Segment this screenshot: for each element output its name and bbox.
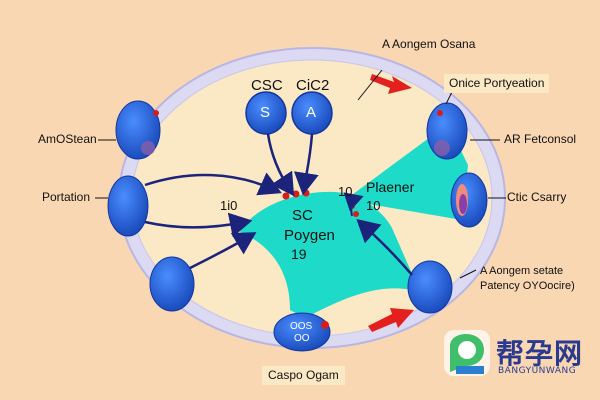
cell-left-top — [115, 100, 161, 160]
red-dot — [302, 189, 310, 197]
label-right-cell: Ctic Csarry — [507, 190, 567, 204]
label-right-bottom-1: A Aongem setate — [480, 265, 564, 277]
pointer-line — [445, 91, 453, 105]
cell-left-mid — [107, 175, 149, 237]
watermark-brand: 帮孕网 — [496, 337, 584, 370]
a-letter: A — [306, 104, 317, 121]
arrow-leftbottom-to-center — [189, 232, 257, 270]
label-right-top-box: Onice Portyeation — [444, 74, 550, 94]
center-title: SC — [292, 207, 313, 224]
label-bottom-center: Caspo Ogam — [262, 366, 345, 386]
bottom-cell-text-2: OO — [294, 333, 310, 344]
cell-right-bottom — [407, 260, 453, 314]
red-dot — [282, 192, 290, 200]
pointer-line — [459, 269, 477, 279]
bottom-cell-text-1: OOS — [290, 321, 313, 332]
arrow-rightbottom-to-center — [356, 219, 413, 276]
red-dot — [353, 211, 359, 217]
label-left-top: AmOStean — [38, 132, 97, 146]
number-right: 10 — [338, 184, 353, 199]
arrow-center-right — [343, 192, 364, 217]
cell-right-mid — [450, 172, 488, 228]
s-node — [245, 91, 287, 135]
arrow-leftmid-to-center — [144, 172, 282, 196]
watermark-logo — [444, 330, 490, 376]
label-right-bottom-2: Patency OYOocire) — [480, 280, 575, 292]
red-arrow-bottom — [368, 308, 414, 332]
pointer-line — [357, 69, 383, 101]
center-number: 19 — [291, 246, 307, 262]
number-right-2: 10 — [366, 198, 381, 213]
cell-left-bottom — [149, 256, 195, 312]
label-right-mid: AR Fetconsol — [504, 132, 577, 146]
csc-label: CSC — [251, 77, 283, 94]
label-left-mid: Portation — [42, 190, 91, 204]
arrow-s-to-center — [266, 133, 295, 197]
red-dot — [292, 190, 300, 198]
title-top-right: A Aongem Osana — [382, 37, 476, 51]
number-left: 1i0 — [220, 198, 238, 213]
red-arrow-top — [370, 74, 412, 94]
cic2-label: CiC2 — [296, 77, 330, 94]
cell-right-top — [426, 102, 468, 160]
arrow-a-to-center — [293, 133, 319, 196]
planter-label: Plaener — [366, 179, 415, 195]
cell-bottom — [273, 312, 331, 352]
center-sub: Poygen — [284, 227, 335, 244]
watermark-sub: BANGYUNWANG — [498, 366, 577, 376]
arrow-leftmid-lower — [144, 212, 253, 238]
s-letter: S — [260, 104, 271, 121]
